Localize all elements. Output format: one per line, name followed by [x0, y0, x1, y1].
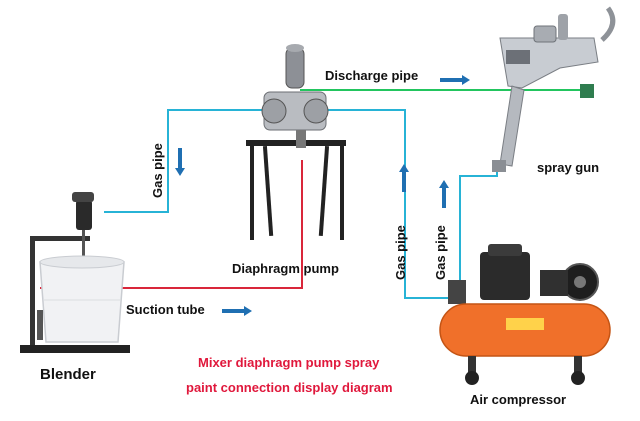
arrow-suction-right: [222, 306, 252, 316]
gas-pipe-blender-pump: [104, 109, 262, 213]
arrow-gas-down: [175, 148, 185, 176]
arrow-gas-up-left: [399, 164, 409, 192]
diaphragm-pump-illustration: [246, 44, 346, 240]
discharge-pipe-label: Discharge pipe: [325, 68, 419, 83]
diaphragm-pump-label: Diaphragm pump: [232, 261, 339, 276]
air-compressor-illustration: [439, 244, 611, 385]
air-compressor-label: Air compressor: [470, 392, 567, 407]
spray-gun-illustration: [492, 6, 616, 172]
arrow-discharge-right: [440, 75, 470, 85]
arrow-gas-up-right: [439, 180, 449, 208]
spray-gun-label: spray gun: [537, 160, 600, 175]
gas-pipe-pump-compressor: [310, 109, 452, 299]
caption-line-2: paint connection display diagram: [186, 380, 393, 395]
caption-line-1: Mixer diaphragm pump spray: [198, 355, 380, 370]
suction-tube-line: [40, 160, 303, 289]
suction-tube-label: Suction tube: [126, 302, 205, 317]
gas-pipe-label-middle: Gas pipe: [393, 225, 408, 280]
gas-pipe-label-left: Gas pipe: [150, 143, 165, 198]
gas-pipe-label-right: Gas pipe: [433, 225, 448, 280]
blender-label: Blender: [40, 366, 96, 383]
blender-illustration: [20, 192, 130, 353]
